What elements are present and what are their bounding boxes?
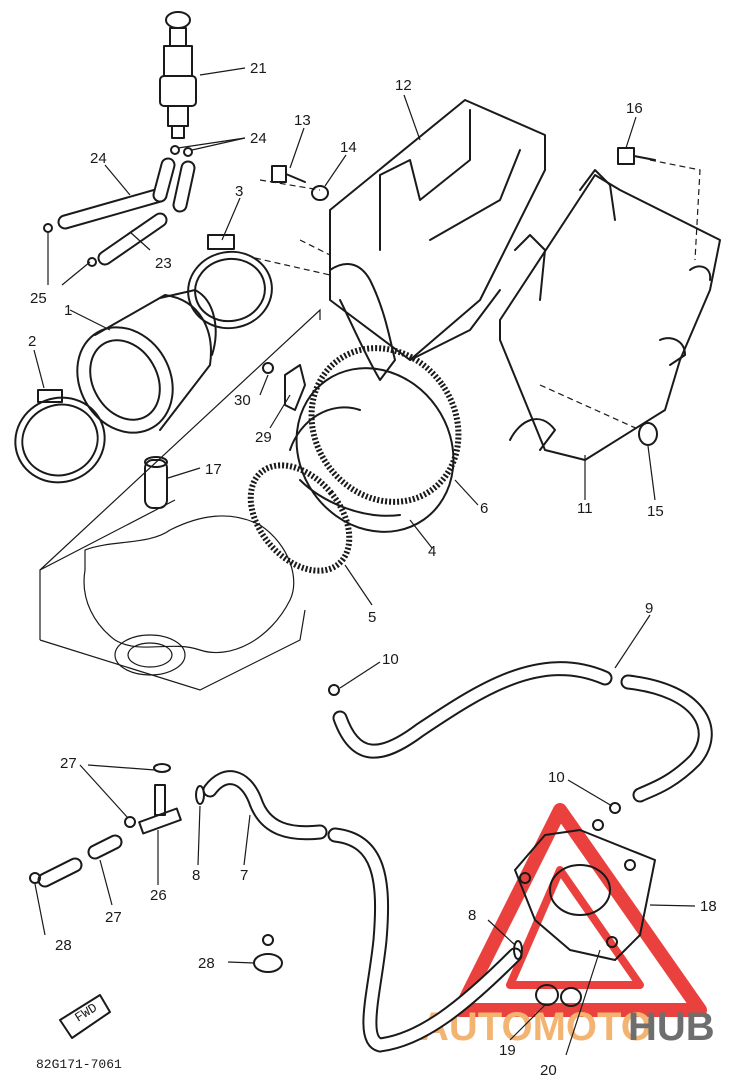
breather-hose-9 bbox=[332, 661, 713, 803]
label-17: 17 bbox=[205, 461, 222, 478]
watermark-text-hub: HUB bbox=[628, 1005, 715, 1049]
label-3: 3 bbox=[235, 183, 243, 200]
carburetor-joint-1 bbox=[76, 289, 217, 434]
hose-short-pair bbox=[152, 157, 196, 213]
dashed-guides bbox=[254, 159, 701, 431]
label-29: 29 bbox=[255, 429, 272, 446]
label-1: 1 bbox=[64, 302, 72, 319]
clip-27-group bbox=[29, 763, 171, 884]
label-25: 26 bbox=[150, 887, 167, 904]
label-18: 18 bbox=[700, 898, 717, 915]
label-26: 27 bbox=[105, 909, 122, 926]
label-27-lower: 28 bbox=[55, 937, 72, 954]
clip-10-group bbox=[328, 684, 621, 814]
clamp-28 bbox=[253, 934, 283, 973]
plug-17 bbox=[144, 456, 168, 509]
label-24-top: 24 bbox=[250, 130, 267, 147]
label-12: 12 bbox=[395, 77, 412, 94]
watermark-logo: AUTOMOTO HUB bbox=[420, 803, 715, 1049]
label-4: 4 bbox=[428, 543, 436, 560]
cap-20 bbox=[560, 987, 582, 1007]
label-8-right: 8 bbox=[468, 907, 476, 924]
drawing-code: 82G171-7061 bbox=[36, 1057, 122, 1072]
label-24-left: 25 bbox=[30, 290, 47, 307]
hose-22 bbox=[97, 212, 168, 266]
label-10-upper: 10 bbox=[382, 651, 399, 668]
hose-7 bbox=[202, 770, 523, 1053]
label-7: 7 bbox=[240, 867, 248, 884]
clip-8-group bbox=[195, 785, 523, 960]
hose-23 bbox=[57, 187, 168, 230]
label-14: 14 bbox=[340, 139, 357, 156]
hose-clamp-2 bbox=[14, 389, 106, 484]
fitting-25 bbox=[138, 784, 182, 835]
label-6: 6 bbox=[480, 500, 488, 517]
air-duct-joint-4 bbox=[289, 345, 462, 533]
grommet-15 bbox=[638, 422, 658, 446]
label-20: 20 bbox=[540, 1062, 557, 1079]
bolt-13 bbox=[271, 165, 306, 183]
air-box-12 bbox=[329, 99, 546, 381]
label-13: 13 bbox=[294, 112, 311, 129]
label-10-lower: 10 bbox=[548, 769, 565, 786]
air-box-cover-11 bbox=[499, 169, 721, 461]
part-number-labels: 21 24 24 12 13 14 16 3 23 25 1 2 30 29 1… bbox=[28, 60, 717, 1079]
engine-outline bbox=[39, 308, 321, 691]
label-15: 15 bbox=[647, 503, 664, 520]
label-9: 9 bbox=[645, 600, 653, 617]
watermark-triangle-inner bbox=[506, 866, 644, 989]
label-30: 30 bbox=[234, 392, 251, 409]
label-27-upper: 27 bbox=[60, 755, 77, 772]
reed-valve-18 bbox=[514, 819, 656, 961]
label-23: 24 bbox=[90, 150, 107, 167]
hose-26 bbox=[37, 834, 123, 888]
cap-19 bbox=[535, 984, 559, 1006]
holder-29-30 bbox=[262, 362, 306, 411]
label-22: 23 bbox=[155, 255, 172, 272]
label-16: 16 bbox=[626, 100, 643, 117]
label-5: 5 bbox=[368, 609, 376, 626]
forward-arrow: FWD bbox=[59, 994, 111, 1039]
label-8-left: 8 bbox=[192, 867, 200, 884]
label-2: 2 bbox=[28, 333, 36, 350]
bolt-16 bbox=[617, 147, 656, 165]
sensor-21 bbox=[159, 11, 197, 139]
label-19: 19 bbox=[499, 1042, 516, 1059]
leader-lines bbox=[33, 67, 696, 1056]
label-21: 21 bbox=[250, 60, 267, 77]
o-ring-5 bbox=[247, 462, 353, 574]
label-11: 11 bbox=[577, 500, 593, 517]
washer-14 bbox=[311, 185, 329, 201]
label-28-real: 28 bbox=[198, 955, 215, 972]
hose-clamp-3 bbox=[187, 234, 273, 330]
